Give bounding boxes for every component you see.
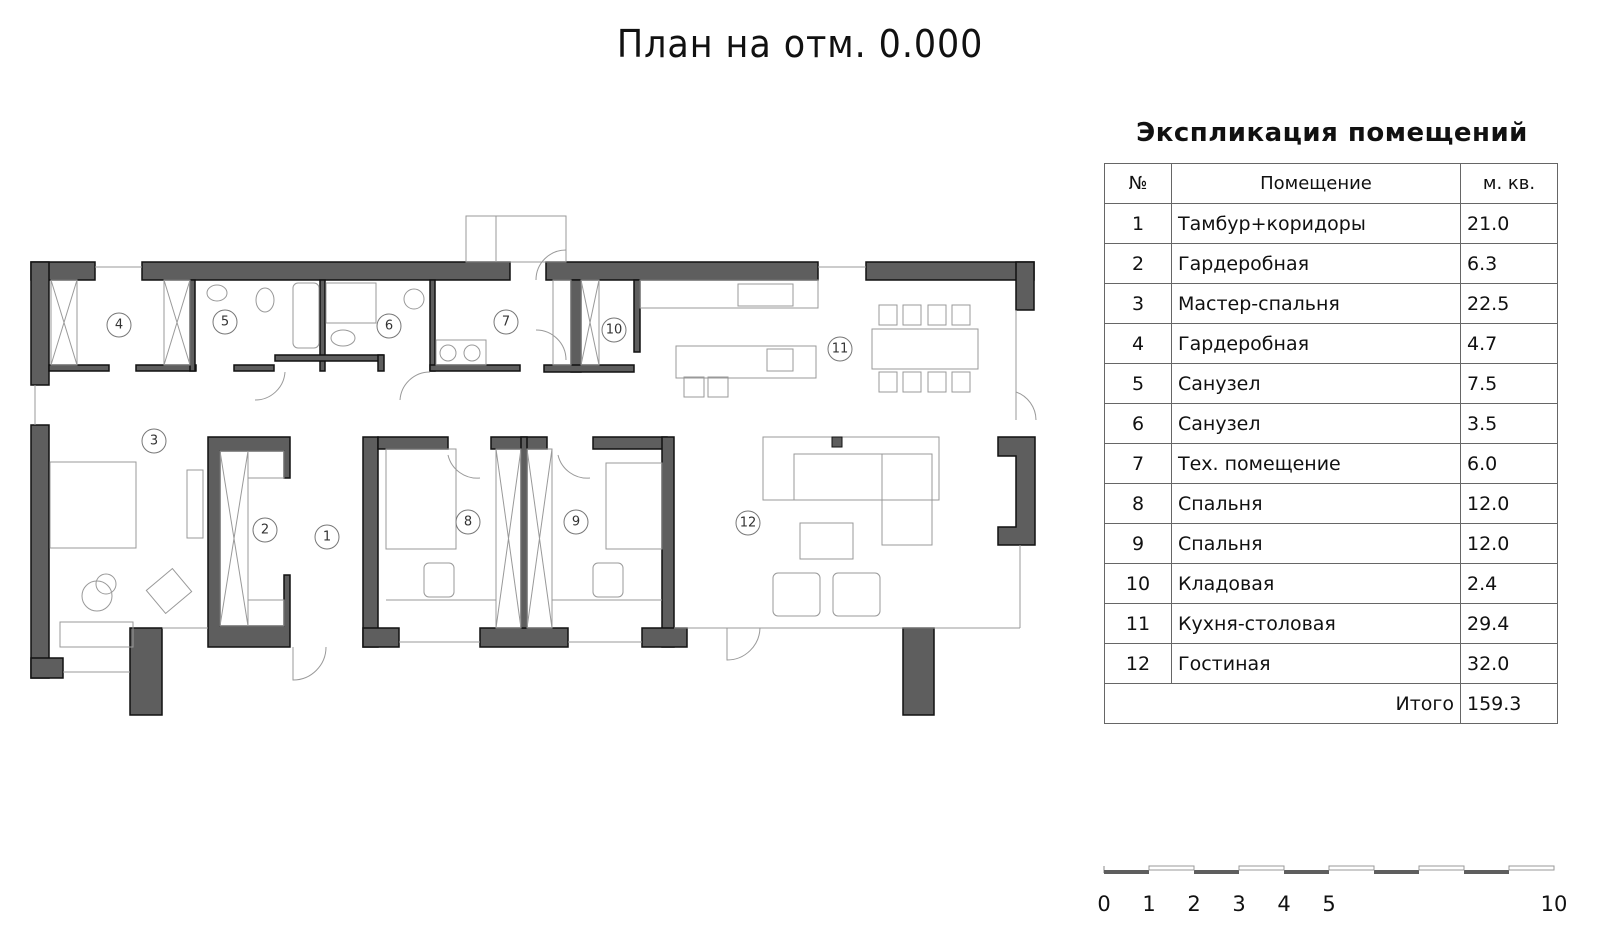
room-marker-5: 5 — [221, 315, 229, 330]
room-name: Тех. помещение — [1171, 443, 1461, 484]
room-num: 2 — [1104, 243, 1172, 284]
room-num: 5 — [1104, 363, 1172, 404]
room-name: Мастер-спальня — [1171, 283, 1461, 324]
room-marker-10: 10 — [606, 323, 623, 338]
room-num: 11 — [1104, 603, 1172, 644]
room-name: Санузел — [1171, 363, 1461, 404]
room-num: 9 — [1104, 523, 1172, 564]
room-name: Тамбур+коридоры — [1171, 203, 1461, 244]
scale-label: 4 — [1277, 892, 1291, 916]
room-marker-2: 2 — [261, 523, 269, 538]
room-name: Санузел — [1171, 403, 1461, 444]
room-area: 7.5 — [1460, 363, 1558, 404]
total-label: Итого — [1104, 683, 1461, 724]
scale-label: 0 — [1097, 892, 1111, 916]
room-area: 6.0 — [1460, 443, 1558, 484]
room-num: 6 — [1104, 403, 1172, 444]
room-area: 3.5 — [1460, 403, 1558, 444]
room-name: Гардеробная — [1171, 243, 1461, 284]
room-area: 12.0 — [1460, 523, 1558, 564]
room-area: 32.0 — [1460, 643, 1558, 684]
room-num: 4 — [1104, 323, 1172, 364]
table-header-row: № Помещение м. кв. — [1104, 163, 1558, 204]
room-area: 2.4 — [1460, 563, 1558, 604]
scale-bar — [1103, 865, 1555, 874]
room-num: 12 — [1104, 643, 1172, 684]
scale-label: 1 — [1142, 892, 1156, 916]
room-num: 3 — [1104, 283, 1172, 324]
total-value: 159.3 — [1460, 683, 1558, 724]
total-row: Итого 159.3 — [1104, 683, 1558, 724]
walls — [30, 261, 1036, 716]
scale-label: 10 — [1540, 892, 1568, 916]
room-marker-8: 8 — [464, 515, 472, 530]
column-header-num: № — [1104, 163, 1172, 204]
fixtures — [34, 215, 1037, 681]
room-marker-7: 7 — [502, 315, 510, 330]
room-area: 12.0 — [1460, 483, 1558, 524]
room-markers — [106, 309, 853, 550]
column-header-name: Помещение — [1171, 163, 1461, 204]
room-name: Кухня-столовая — [1171, 603, 1461, 644]
room-num: 8 — [1104, 483, 1172, 524]
room-area: 4.7 — [1460, 323, 1558, 364]
room-marker-6: 6 — [385, 319, 393, 334]
explication-title: Экспликация помещений — [1136, 118, 1528, 148]
room-name: Гардеробная — [1171, 323, 1461, 364]
room-name: Гостиная — [1171, 643, 1461, 684]
room-area: 22.5 — [1460, 283, 1558, 324]
room-name: Кладовая — [1171, 563, 1461, 604]
room-marker-12: 12 — [740, 516, 757, 531]
room-marker-1: 1 — [323, 530, 331, 545]
room-marker-4: 4 — [115, 318, 123, 333]
room-marker-11: 11 — [832, 342, 849, 357]
plan-title: План на отм. 0.000 — [616, 22, 984, 66]
room-area: 6.3 — [1460, 243, 1558, 284]
scale-label: 3 — [1232, 892, 1246, 916]
room-marker-3: 3 — [150, 434, 158, 449]
room-num: 7 — [1104, 443, 1172, 484]
column-header-area: м. кв. — [1460, 163, 1558, 204]
room-marker-9: 9 — [572, 515, 580, 530]
room-num: 1 — [1104, 203, 1172, 244]
room-name: Спальня — [1171, 523, 1461, 564]
room-num: 10 — [1104, 563, 1172, 604]
room-name: Спальня — [1171, 483, 1461, 524]
room-area: 29.4 — [1460, 603, 1558, 644]
room-area: 21.0 — [1460, 203, 1558, 244]
floor-plan: 1 2 3 4 5 6 7 8 9 10 11 12 — [30, 215, 1037, 716]
scale-label: 2 — [1187, 892, 1201, 916]
scale-label: 5 — [1322, 892, 1336, 916]
